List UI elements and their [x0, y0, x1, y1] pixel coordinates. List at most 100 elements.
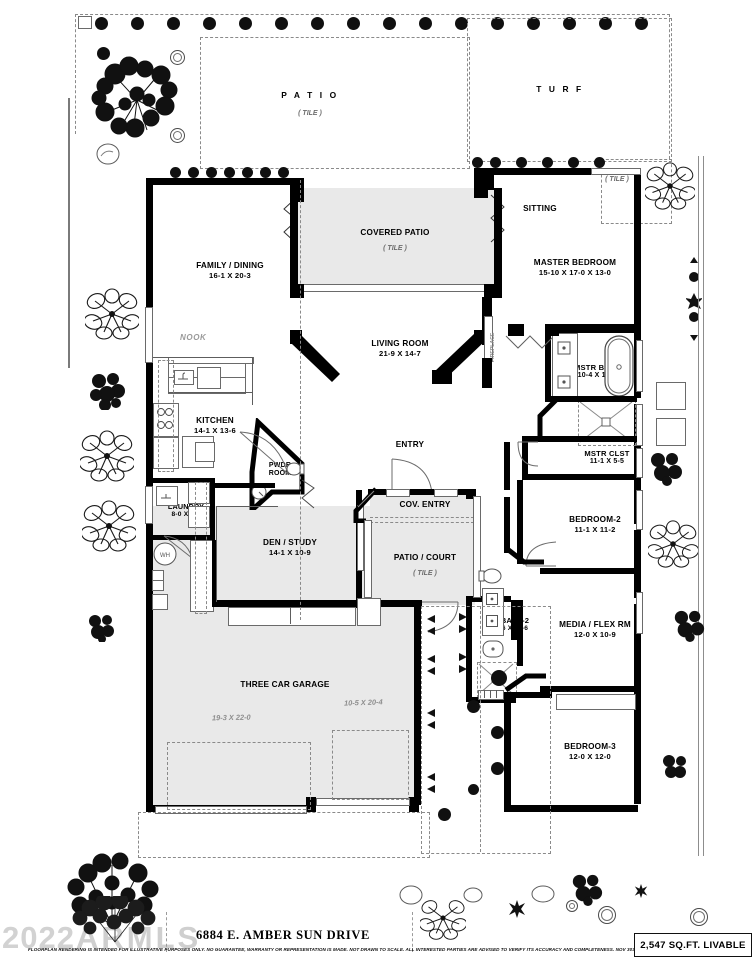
- entry-walk-dashed: [138, 812, 430, 858]
- kitchen-sink-faucet-icon: [178, 372, 188, 380]
- sprinkler-icon-s1: [690, 908, 708, 926]
- watermark-tree-icon: [72, 896, 156, 943]
- garage-bay-third-dim: 10-5 X 20-4: [343, 697, 383, 708]
- lot-line-east-2: [703, 156, 704, 856]
- bath2-linen-div-3: [496, 690, 497, 698]
- room-label-cov-entry: COV. ENTRY: [399, 500, 451, 509]
- pwdr-sink-icon: [251, 484, 267, 500]
- mstr-bath-sink-icon-1: [557, 341, 571, 355]
- lot-line-west: [68, 98, 70, 368]
- cov-entry-overhang: [370, 517, 474, 523]
- bath2-tub-icon: [482, 640, 504, 658]
- mstr-clst-window: [636, 448, 643, 478]
- utility-box-nw: [78, 16, 92, 29]
- window-west-2: [145, 486, 153, 524]
- boulder-icon-s1: [399, 885, 423, 905]
- den-interior-vline: [216, 506, 217, 602]
- flower-icon-w3: [80, 430, 134, 482]
- room-label-nook: NOOK: [180, 333, 207, 342]
- cov-entry-wall-north: [368, 489, 476, 495]
- sprinkler-icon-s2: [598, 906, 616, 924]
- watermark-year: 2022: [2, 920, 75, 955]
- courtyard-gate-west: [364, 520, 372, 598]
- flower-icon-w1: [85, 288, 139, 340]
- kitchen-range: [153, 403, 179, 437]
- patio-court-fill: [370, 521, 475, 605]
- pwdr-wall-jog-east: [301, 479, 315, 509]
- utility-panel: [152, 594, 168, 610]
- bath2-wall-east: [511, 600, 517, 640]
- master-bedroom-door-swing: [505, 335, 555, 349]
- laundry-wall-south: [153, 535, 215, 540]
- mstr-clst-wall-south: [522, 474, 636, 480]
- window-east-4: [636, 592, 643, 634]
- mstr-bath-wall-south: [545, 396, 637, 402]
- room-label-living-room: LIVING ROOM 21-9 X 14-7: [371, 339, 429, 359]
- window-east-2: [636, 404, 643, 446]
- sprinkler-icon-1: [170, 50, 185, 65]
- star-plant-icon-s1: [509, 900, 525, 918]
- room-label-entry: ENTRY: [395, 440, 425, 449]
- plant-icon-e2: [686, 257, 702, 341]
- room-label-master-bedroom: MASTER BEDROOM 15-10 X 17-0 X 13-0: [533, 258, 617, 278]
- room-label-covered-patio: COVERED PATIO: [360, 228, 430, 237]
- media-wall-south: [540, 686, 638, 692]
- equipment-box-e1: [656, 382, 686, 410]
- den-wall-west: [212, 540, 217, 606]
- patio-wall-right: [494, 188, 502, 288]
- window-east-3: [636, 490, 643, 530]
- utility-shelf-2: [152, 580, 164, 591]
- patio-material-label: ( TILE ): [298, 110, 322, 117]
- range-burners-icon: [157, 408, 173, 429]
- kitchen-base-cabinet: [195, 442, 215, 462]
- bedroom3-closet: [556, 694, 636, 710]
- cov-entry-pier-ne: [466, 489, 476, 499]
- bath2-sink-icon-1: [486, 593, 498, 605]
- shrub-icon-s1: [572, 874, 603, 906]
- room-label-bedroom-3: BEDROOM-3 12-0 X 12-0: [564, 742, 616, 762]
- den-wall-south: [212, 600, 422, 607]
- room-label-den-study: DEN / STUDY 14-1 X 10-9: [262, 538, 318, 558]
- room-label-media-flex: MEDIA / FLEX RM 12-0 X 10-9: [559, 620, 631, 640]
- garage-water-softener: [357, 598, 381, 626]
- room-label-patio-court: PATIO / COURT: [393, 553, 457, 562]
- footer-divider-right: [412, 912, 413, 952]
- media-hall-jog: [504, 673, 546, 692]
- area-badge: 2,547 SQ.FT. LIVABLE: [634, 933, 752, 957]
- garage-cabinet-run: [228, 607, 356, 626]
- master-wall-south-right: [556, 324, 636, 333]
- mstr-shower-icon: [579, 401, 633, 443]
- kitchen-cooktop: [197, 367, 221, 389]
- patio-wall-left: [290, 188, 298, 288]
- kitchen-counter-edge: [153, 357, 252, 358]
- entry-door-swing: [391, 458, 433, 494]
- patio-label: P A T I O: [281, 90, 339, 100]
- garage-bay-main-outline: [167, 742, 311, 810]
- laundry-sink: [156, 486, 178, 506]
- window-patio-slider: [303, 284, 487, 292]
- mstr-clst-wall-north: [527, 436, 637, 442]
- garage-cabinet-split: [290, 607, 291, 624]
- lot-line-east-1: [698, 156, 699, 856]
- pwdr-door-swing: [239, 431, 289, 475]
- patio-south-wall-e: [484, 284, 502, 298]
- courtyard-gate-east: [473, 496, 481, 598]
- shrub-icon-e6: [663, 755, 686, 778]
- garage-bay-main-dim: 19-3 X 22-0: [211, 712, 251, 723]
- equipment-box-e2: [656, 418, 686, 446]
- den-interior-line: [216, 506, 278, 507]
- garage-door-main: [155, 806, 307, 814]
- garage-bay-third-outline: [332, 730, 409, 800]
- flower-icon-w4: [82, 500, 136, 552]
- kitchen-counter-right-edge: [252, 357, 253, 405]
- den-wall-north: [215, 483, 275, 488]
- sprinkler-icon-s3: [566, 900, 578, 912]
- flower-icon-e1: [645, 162, 695, 210]
- lot-boundary-right: [669, 14, 671, 159]
- bedroom2-hall-jog: [504, 546, 544, 565]
- boulder-icon-s3: [531, 885, 555, 903]
- bath2-sink-icon-2: [486, 615, 498, 627]
- shrub-icon-e5: [674, 610, 705, 642]
- room-label-sitting: SITTING: [523, 204, 557, 213]
